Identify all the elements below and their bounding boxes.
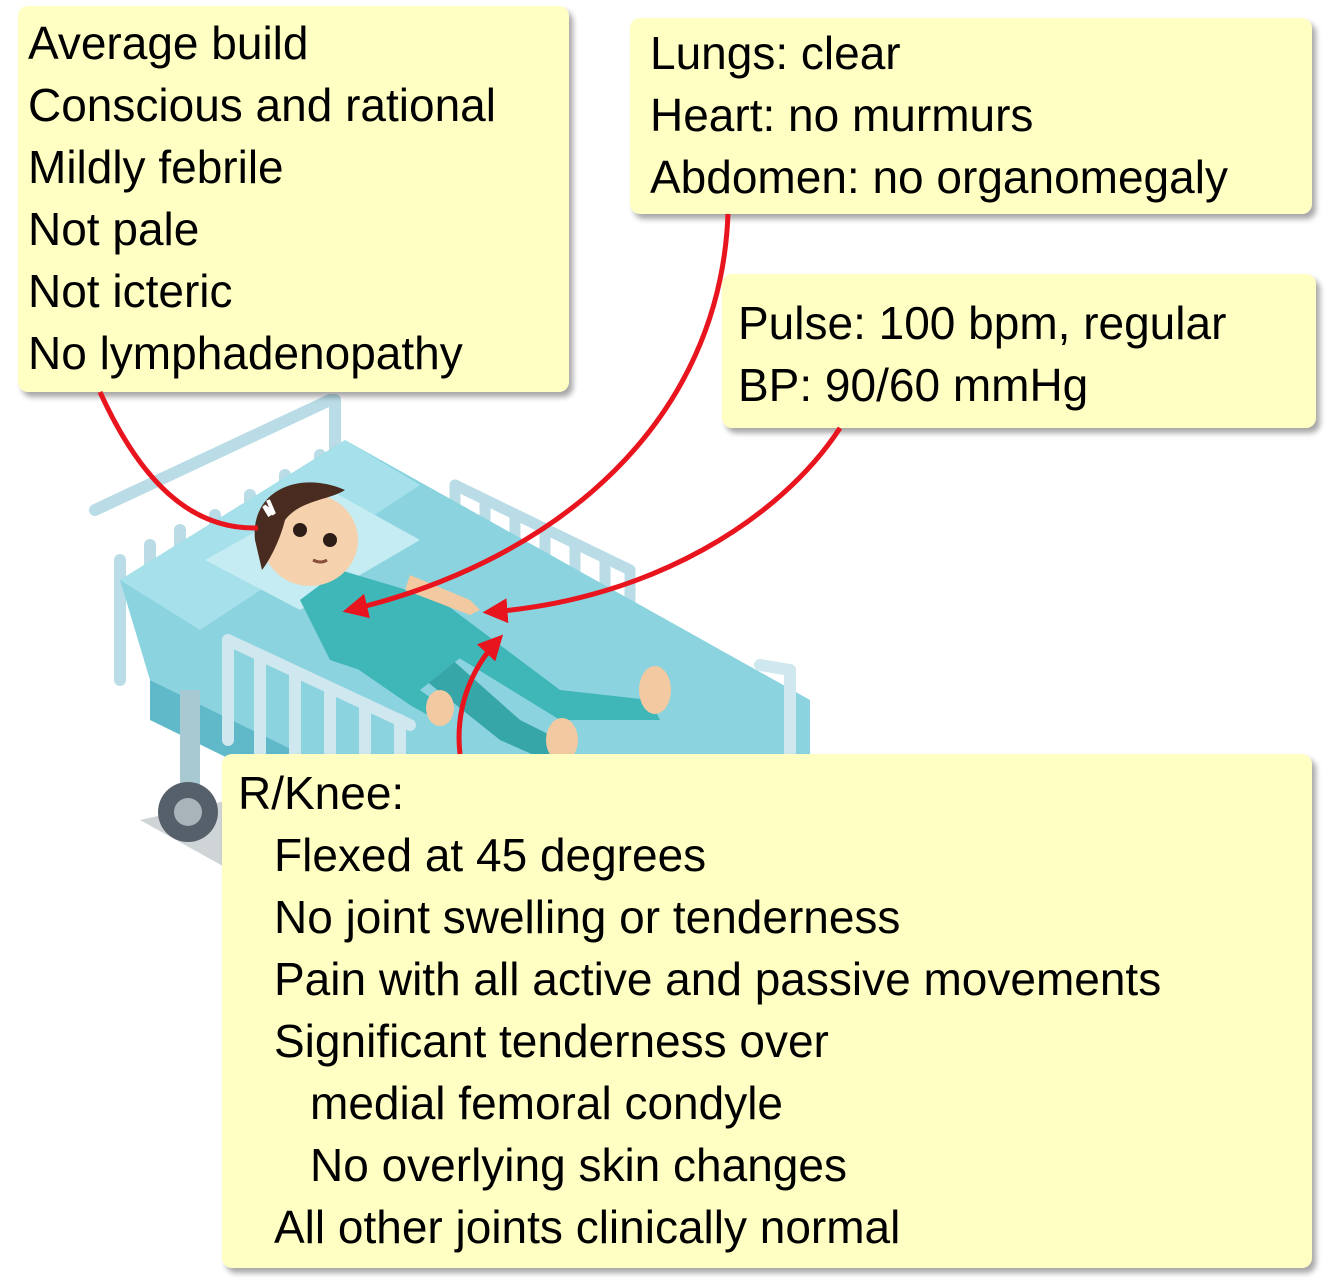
knee-line: medial femoral condyle: [310, 1077, 784, 1129]
systems-line: Heart: no murmurs: [650, 89, 1034, 141]
knee-heading: R/Knee:: [238, 767, 405, 819]
general-line: Average build: [28, 17, 309, 69]
vitals-note: Pulse: 100 bpm, regular BP: 90/60 mmHg: [722, 274, 1316, 428]
general-line: Conscious and rational: [28, 79, 496, 131]
general-line: Not icteric: [28, 265, 233, 317]
general-exam-note: Average build Conscious and rational Mil…: [18, 6, 569, 392]
vitals-line: BP: 90/60 mmHg: [738, 359, 1089, 411]
systems-exam-note: Lungs: clear Heart: no murmurs Abdomen: …: [630, 18, 1312, 214]
bed-frame: [158, 690, 218, 842]
knee-line: Significant tenderness over: [274, 1015, 829, 1067]
knee-line: Pain with all active and passive movemen…: [274, 953, 1162, 1005]
knee-line: All other joints clinically normal: [274, 1201, 901, 1253]
knee-line: No joint swelling or tenderness: [274, 891, 901, 943]
knee-exam-note: R/Knee: Flexed at 45 degrees No joint sw…: [222, 754, 1312, 1268]
general-line: No lymphadenopathy: [28, 327, 463, 379]
general-line: Not pale: [28, 203, 200, 255]
systems-line: Abdomen: no organomegaly: [650, 151, 1228, 203]
knee-line: Flexed at 45 degrees: [274, 829, 707, 881]
vitals-line: Pulse: 100 bpm, regular: [738, 297, 1227, 349]
general-line: Mildly febrile: [28, 141, 284, 193]
systems-line: Lungs: clear: [650, 27, 901, 79]
knee-line: No overlying skin changes: [310, 1139, 847, 1191]
